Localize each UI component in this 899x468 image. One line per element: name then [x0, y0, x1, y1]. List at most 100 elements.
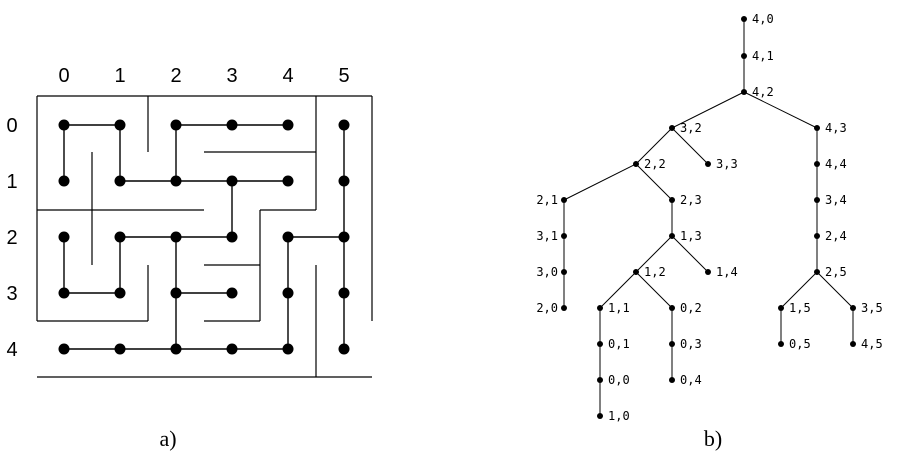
svg-text:0,1: 0,1 — [608, 337, 630, 351]
svg-text:4,1: 4,1 — [752, 49, 774, 63]
svg-text:2,2: 2,2 — [644, 157, 666, 171]
maze-row-label: 0 — [6, 115, 17, 137]
tree-node: 3,3 — [705, 157, 738, 171]
maze-cell — [114, 119, 126, 131]
tree-nodes: 4,0 4,1 4,2 3,2 4,3 2,2 3,3 4,4 2,1 2,3 … — [536, 12, 882, 423]
svg-text:0,2: 0,2 — [680, 301, 702, 315]
tree-node: 0,0 — [597, 373, 630, 387]
svg-text:2,4: 2,4 — [825, 229, 847, 243]
maze-cell — [282, 231, 294, 243]
tree-node: 0,4 — [669, 373, 702, 387]
maze-cell — [170, 119, 182, 131]
maze-cell — [338, 287, 350, 299]
maze-cell — [170, 175, 182, 187]
tree-node: 2,4 — [814, 229, 847, 243]
maze-cell — [226, 343, 238, 355]
svg-text:1,2: 1,2 — [644, 265, 666, 279]
svg-text:1,4: 1,4 — [716, 265, 738, 279]
tree-node: 2,0 — [536, 301, 567, 315]
tree-node: 4,0 — [741, 12, 774, 26]
maze-cell — [170, 343, 182, 355]
svg-text:0,0: 0,0 — [608, 373, 630, 387]
maze-cell — [282, 287, 294, 299]
svg-text:2,5: 2,5 — [825, 265, 847, 279]
tree-node: 2,2 — [633, 157, 666, 171]
svg-text:3,5: 3,5 — [861, 301, 883, 315]
maze-cell — [114, 287, 126, 299]
tree-node: 0,5 — [778, 337, 811, 351]
tree-node: 1,1 — [597, 301, 630, 315]
svg-text:3,4: 3,4 — [825, 193, 847, 207]
tree-node: 4,5 — [850, 337, 883, 351]
caption-a: a) — [159, 426, 176, 451]
tree-node: 2,3 — [669, 193, 702, 207]
maze-cell — [338, 175, 350, 187]
svg-text:2,0: 2,0 — [536, 301, 558, 315]
svg-text:1,5: 1,5 — [789, 301, 811, 315]
maze-row-label: 4 — [6, 339, 17, 361]
svg-text:1,1: 1,1 — [608, 301, 630, 315]
maze-cells — [58, 119, 350, 355]
tree-node: 3,2 — [669, 121, 702, 135]
maze-cell — [226, 119, 238, 131]
tree-node: 0,1 — [597, 337, 630, 351]
maze-cell — [226, 231, 238, 243]
tree-panel: 4,0 4,1 4,2 3,2 4,3 2,2 3,3 4,4 2,1 2,3 … — [536, 12, 882, 451]
svg-text:4,0: 4,0 — [752, 12, 774, 26]
svg-text:3,3: 3,3 — [716, 157, 738, 171]
maze-column-label: 4 — [282, 65, 293, 87]
maze-cell — [226, 287, 238, 299]
tree-node: 3,1 — [536, 229, 567, 243]
maze-cell — [338, 119, 350, 131]
tree-edges — [563, 19, 854, 416]
maze-cell — [170, 287, 182, 299]
svg-text:4,3: 4,3 — [825, 121, 847, 135]
caption-b: b) — [704, 426, 722, 451]
tree-node: 1,2 — [633, 265, 666, 279]
tree-node: 1,4 — [705, 265, 738, 279]
maze-row-label: 1 — [6, 171, 17, 193]
svg-text:0,4: 0,4 — [680, 373, 702, 387]
svg-text:1,3: 1,3 — [680, 229, 702, 243]
maze-cell — [58, 343, 70, 355]
svg-text:2,1: 2,1 — [536, 193, 558, 207]
svg-text:0,3: 0,3 — [680, 337, 702, 351]
tree-node: 0,2 — [669, 301, 702, 315]
tree-node: 0,3 — [669, 337, 702, 351]
maze-cell — [282, 175, 294, 187]
tree-node: 4,2 — [741, 85, 774, 99]
maze-cell — [338, 231, 350, 243]
svg-text:1,0: 1,0 — [608, 409, 630, 423]
tree-node: 3,0 — [536, 265, 567, 279]
maze-cell — [170, 231, 182, 243]
tree-node: 4,3 — [814, 121, 847, 135]
tree-node: 2,5 — [814, 265, 847, 279]
maze-row-label: 3 — [6, 283, 17, 305]
maze-cell — [58, 119, 70, 131]
maze-column-labels: 0 1 2 3 4 5 — [58, 65, 349, 87]
tree-node: 3,5 — [850, 301, 883, 315]
svg-text:3,0: 3,0 — [536, 265, 558, 279]
svg-text:4,2: 4,2 — [752, 85, 774, 99]
maze-path-edges — [63, 124, 345, 350]
maze-cell — [114, 343, 126, 355]
maze-walls — [36, 95, 373, 378]
tree-node: 3,4 — [814, 193, 847, 207]
tree-node: 4,1 — [741, 49, 774, 63]
svg-text:0,5: 0,5 — [789, 337, 811, 351]
maze-column-label: 3 — [226, 65, 237, 87]
tree-node: 1,3 — [669, 229, 702, 243]
maze-cell — [338, 343, 350, 355]
maze-panel: 0 1 2 3 4 5 0 1 2 3 4 — [6, 65, 373, 451]
svg-text:3,1: 3,1 — [536, 229, 558, 243]
svg-text:2,3: 2,3 — [680, 193, 702, 207]
maze-column-label: 1 — [114, 65, 125, 87]
maze-row-labels: 0 1 2 3 4 — [6, 115, 17, 361]
maze-cell — [114, 175, 126, 187]
tree-node: 1,5 — [778, 301, 811, 315]
maze-cell — [282, 119, 294, 131]
maze-cell — [58, 287, 70, 299]
maze-cell — [282, 343, 294, 355]
tree-node: 1,0 — [597, 409, 630, 423]
